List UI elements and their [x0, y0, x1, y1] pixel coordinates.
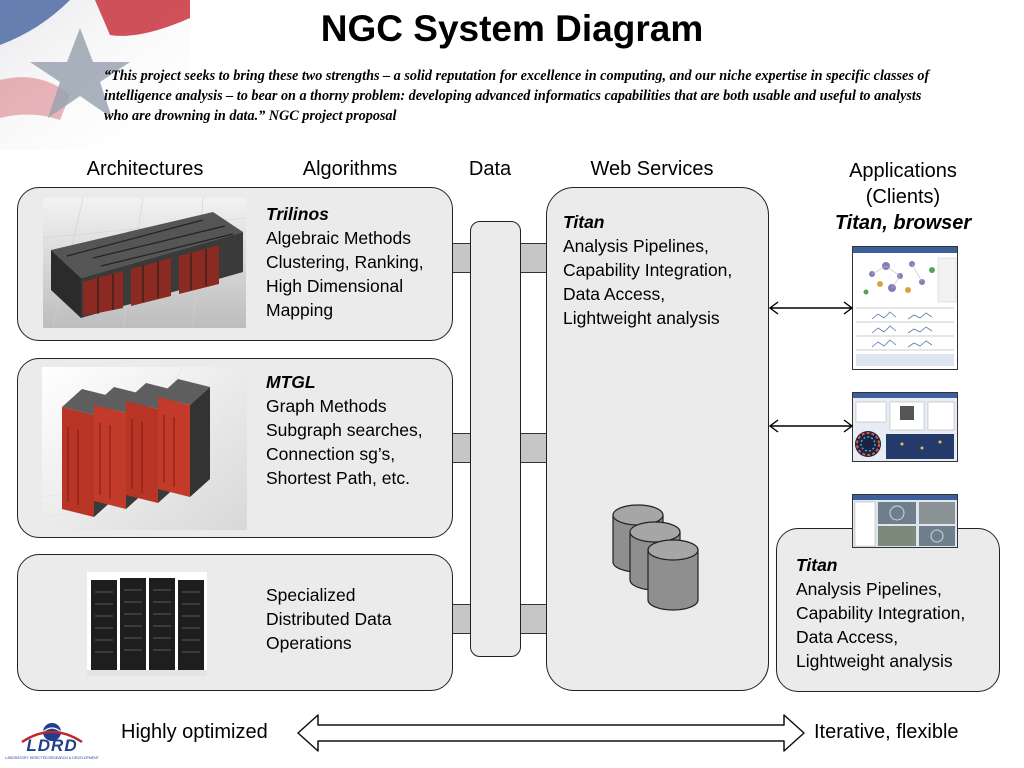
specialized-line: Distributed Data — [266, 609, 392, 629]
cray-rack-image — [42, 367, 247, 530]
client-titan-line: Lightweight analysis — [796, 651, 953, 671]
titan-browser-label: Titan, browser — [834, 212, 972, 234]
column-heading-algorithms: Algorithms — [302, 158, 398, 180]
specialized-text: Specialized Distributed Data Operations — [266, 583, 391, 655]
client-titan-line: Data Access, — [796, 627, 899, 647]
ldrd-logo-text: LDRD — [26, 736, 78, 755]
web-titan-line: Data Access, — [563, 284, 666, 304]
web-titan-heading: Titan — [563, 212, 605, 232]
client-titan-heading: Titan — [796, 555, 838, 575]
trilinos-heading: Trilinos — [266, 204, 329, 224]
page-title: NGC System Diagram — [320, 8, 704, 49]
client-titan-text: Titan Analysis Pipelines, Capability Int… — [796, 553, 965, 673]
database-icon — [612, 504, 699, 611]
mtgl-text: MTGL Graph Methods Subgraph searches, Co… — [266, 370, 423, 490]
mtgl-heading: MTGL — [266, 372, 316, 392]
mtgl-line: Subgraph searches, — [266, 420, 423, 440]
specialized-line: Operations — [266, 633, 352, 653]
web-titan-text: Titan Analysis Pipelines, Capability Int… — [563, 210, 732, 330]
clients-label: (Clients) — [865, 186, 941, 208]
mtgl-line: Shortest Path, etc. — [266, 468, 410, 488]
column-heading-architectures: Architectures — [86, 158, 204, 180]
trilinos-line: Algebraic Methods — [266, 228, 411, 248]
column-heading-data: Data — [468, 158, 512, 180]
web-titan-line: Analysis Pipelines, — [563, 236, 709, 256]
applications-label: Applications — [849, 160, 957, 182]
client-screenshot-viz — [852, 392, 958, 462]
web-titan-line: Lightweight analysis — [563, 308, 720, 328]
mtgl-line: Graph Methods — [266, 396, 387, 416]
trilinos-line: High Dimensional — [266, 276, 404, 296]
highly-optimized-label: Highly optimized — [121, 721, 268, 743]
flag-decoration — [0, 0, 190, 150]
client-screenshot-graph — [852, 246, 958, 370]
spectrum-arrow — [297, 714, 805, 752]
ldrd-logo — [21, 723, 83, 744]
ldrd-logo-subtext: LABORATORY DIRECTED RESEARCH & DEVELOPME… — [5, 756, 99, 760]
project-quote: “This project seeks to bring these two s… — [104, 68, 930, 124]
column-heading-web-services: Web Services — [590, 158, 714, 180]
trilinos-line: Clustering, Ranking, — [266, 252, 424, 272]
mtgl-line: Connection sg’s, — [266, 444, 396, 464]
data-bus — [470, 221, 521, 657]
panel-client-titan — [776, 528, 1000, 692]
trilinos-text: Trilinos Algebraic Methods Clustering, R… — [266, 202, 424, 322]
column-heading-applications: Applications (Clients) Titan, browser — [808, 158, 998, 236]
client-screenshot-titan — [852, 494, 958, 548]
client-connection-arrows — [768, 301, 854, 433]
web-titan-line: Capability Integration, — [563, 260, 733, 280]
iterative-flexible-label: Iterative, flexible — [814, 721, 959, 743]
supercomputer-image — [43, 198, 246, 328]
server-racks-image — [87, 572, 207, 676]
client-titan-line: Capability Integration, — [796, 603, 966, 623]
specialized-line: Specialized — [266, 585, 356, 605]
client-titan-line: Analysis Pipelines, — [796, 579, 942, 599]
trilinos-line: Mapping — [266, 300, 334, 320]
